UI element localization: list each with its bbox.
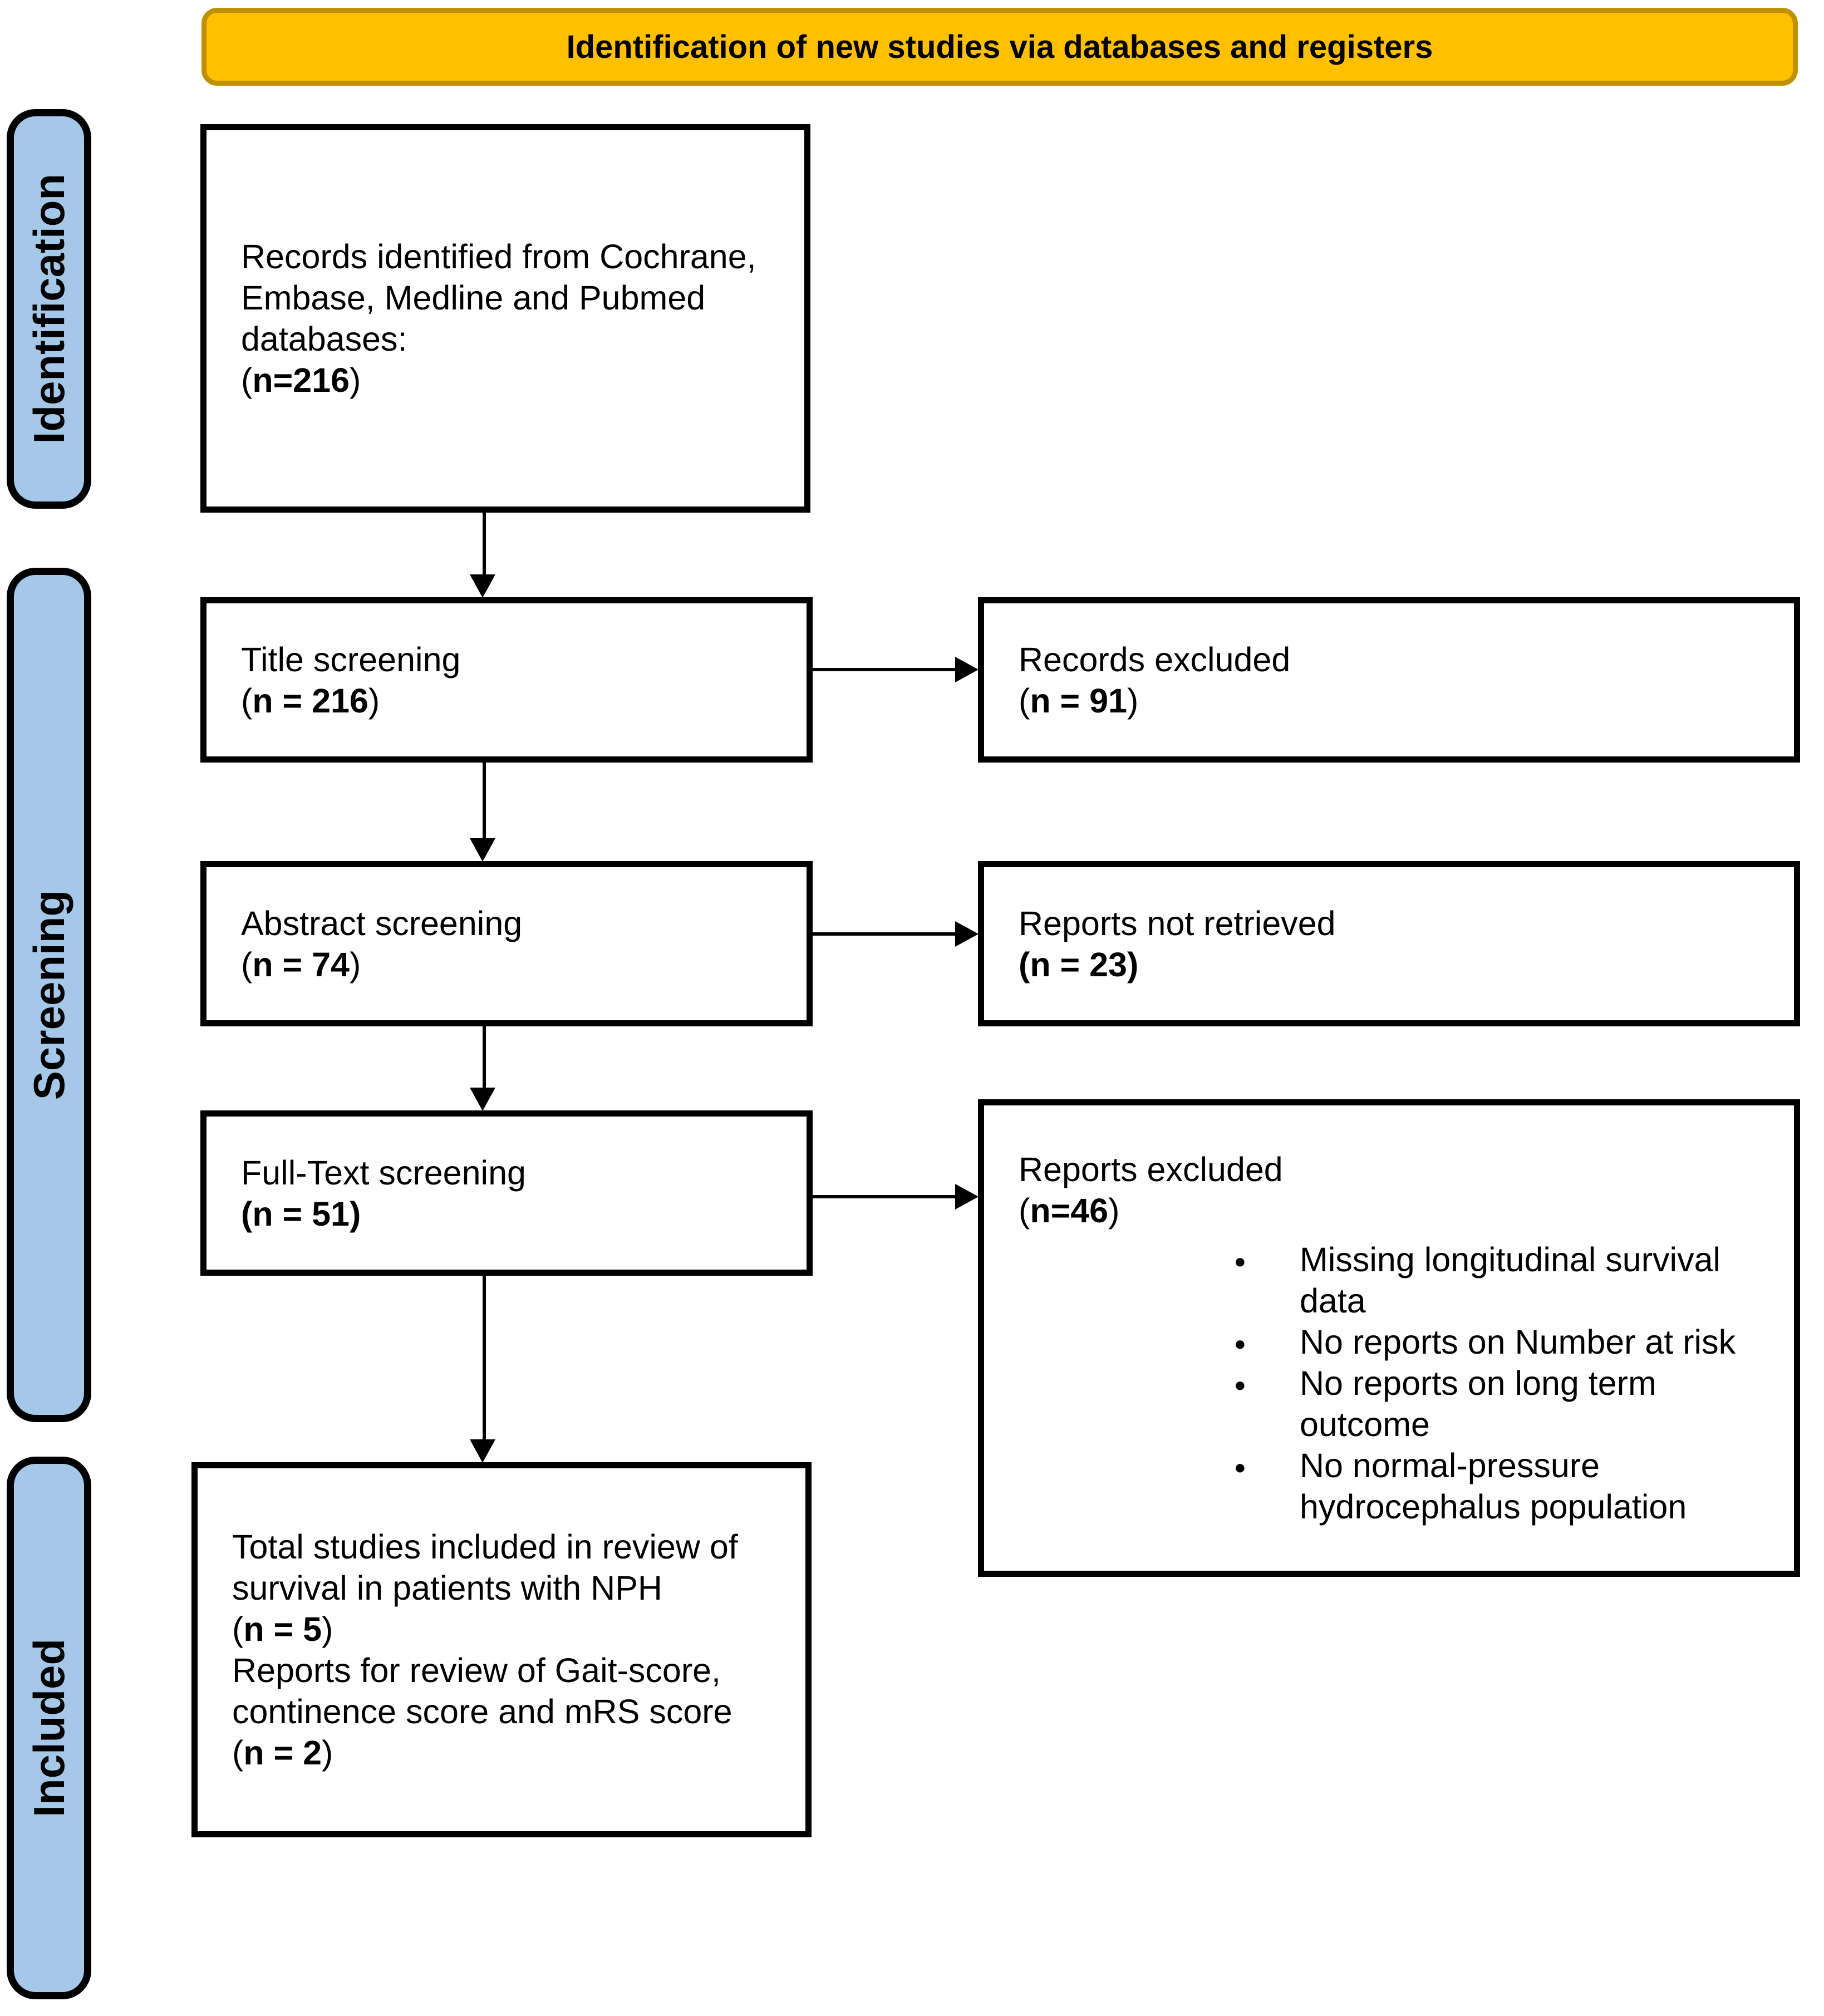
title-screening-label: Title screening (241, 640, 461, 678)
stage-label-included-text: Included (24, 1639, 73, 1817)
arrow-line-fulltext-to-included (483, 1276, 486, 1442)
arrow-line-abstract-to-fulltext (483, 1026, 486, 1090)
box-fulltext-screening: Full-Text screening (n = 51) (200, 1110, 813, 1276)
included-survival-line: survival in patients with NPH (232, 1569, 662, 1607)
arrow-right-icon (955, 921, 979, 947)
exclusion-reason-item: No normal-pressure hydrocephalus populat… (1234, 1445, 1762, 1527)
arrow-line-abstract-to-not-retrieved (813, 932, 957, 936)
arrow-right-icon (955, 657, 979, 682)
banner-title: Identification of new studies via databa… (201, 8, 1798, 86)
reports-excluded-count: (n=46) (1019, 1192, 1120, 1230)
box-abstract-screening: Abstract screening (n = 74) (200, 861, 813, 1026)
stage-label-identification: Identification (7, 109, 91, 509)
box-reports-excluded: Reports excluded (n=46) Missing longitud… (978, 1099, 1800, 1577)
records-identified-count: (n=216) (241, 361, 361, 399)
arrow-line-title-to-abstract (483, 763, 486, 840)
box-studies-included: Total studies included in review of surv… (191, 1462, 812, 1837)
exclusion-reason-item: No reports on Number at risk (1234, 1321, 1762, 1364)
records-excluded-label: Records excluded (1019, 640, 1291, 678)
title-screening-count: (n = 216) (241, 681, 380, 720)
arrow-down-icon (470, 838, 495, 862)
reports-not-retrieved-label: Reports not retrieved (1019, 904, 1336, 942)
arrow-line-title-to-excluded (813, 668, 957, 671)
stage-label-identification-text: Identification (24, 174, 73, 444)
arrow-down-icon (470, 574, 495, 598)
arrow-line-fulltext-to-excluded (813, 1195, 957, 1198)
fulltext-screening-label: Full-Text screening (241, 1153, 526, 1192)
included-survival-line: Total studies included in review of (232, 1528, 738, 1566)
included-scores-line: Reports for review of Gait-score, (232, 1651, 721, 1689)
records-identified-line: Embase, Medline and Pubmed (241, 279, 706, 317)
abstract-screening-count: (n = 74) (241, 945, 361, 984)
stage-label-included: Included (7, 1457, 91, 1999)
included-survival-count: (n = 5) (232, 1610, 333, 1648)
arrow-down-icon (470, 1439, 495, 1463)
abstract-screening-label: Abstract screening (241, 904, 523, 942)
records-identified-line: Records identified from Cochrane, (241, 238, 756, 276)
exclusion-reason-item: No reports on long term outcome (1234, 1363, 1762, 1445)
records-identified-line: databases: (241, 320, 407, 358)
arrow-down-icon (470, 1088, 495, 1111)
stage-label-screening: Screening (7, 568, 91, 1422)
reports-not-retrieved-count: (n = 23) (1019, 945, 1139, 984)
arrow-right-icon (955, 1184, 979, 1209)
records-excluded-count: (n = 91) (1019, 681, 1139, 720)
banner-title-text: Identification of new studies via databa… (566, 28, 1433, 65)
box-title-screening: Title screening (n = 216) (200, 597, 813, 763)
included-scores-line: continence score and mRS score (232, 1693, 732, 1730)
included-scores-count: (n = 2) (232, 1734, 333, 1772)
reports-excluded-label: Reports excluded (1019, 1150, 1283, 1188)
box-records-excluded: Records excluded (n = 91) (978, 597, 1800, 763)
stage-label-screening-text: Screening (24, 889, 73, 1100)
exclusion-reasons-list: Missing longitudinal survival data No re… (1019, 1239, 1762, 1527)
box-records-identified: Records identified from Cochrane, Embase… (200, 124, 810, 513)
arrow-line-records-to-title (483, 513, 486, 577)
box-reports-not-retrieved: Reports not retrieved (n = 23) (978, 861, 1800, 1026)
fulltext-screening-count: (n = 51) (241, 1194, 361, 1233)
exclusion-reason-item: Missing longitudinal survival data (1234, 1239, 1762, 1321)
